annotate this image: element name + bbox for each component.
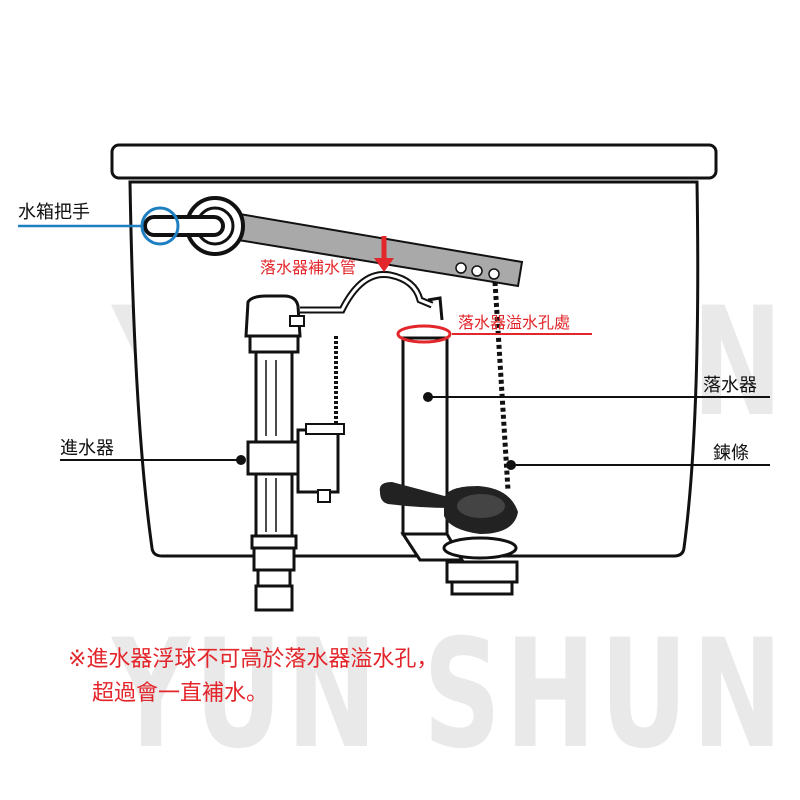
flapper: [379, 482, 518, 534]
label-refill-tube: 落水器補水管: [260, 260, 357, 277]
tank-lid: [110, 143, 718, 180]
note-line-2: 超過會一直補水。: [92, 680, 269, 705]
label-flush-valve: 落水器: [703, 375, 757, 395]
label-overflow-hole: 落水器溢水孔處: [458, 315, 571, 332]
handle-rod: [143, 215, 225, 237]
label-fill-valve: 進水器: [60, 438, 114, 458]
fill-valve: [236, 294, 345, 612]
overflow-highlight-ring: [396, 324, 452, 344]
label-tank-handle: 水箱把手: [18, 202, 90, 222]
label-chain: 鍊條: [713, 443, 749, 463]
note-line-1: ※進水器浮球不可高於落水器溢水孔，: [68, 646, 439, 671]
